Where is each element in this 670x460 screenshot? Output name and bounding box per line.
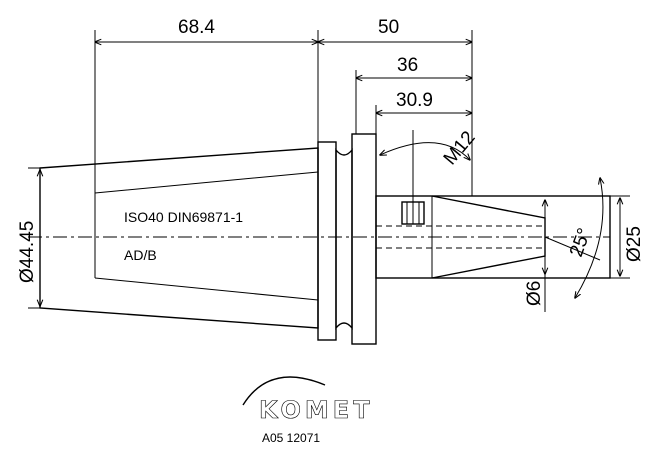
note-standard: ISO40 DIN69871-1 (124, 209, 243, 225)
flange (317, 133, 377, 345)
dim-depth-outer: 36 (397, 55, 418, 76)
dim-depth-inner: 30.9 (396, 90, 433, 111)
dim-overall-length: 50 (378, 17, 399, 38)
note-form: AD/B (124, 247, 157, 263)
taper-body (39, 147, 319, 329)
komet-logo: KOMET A05 12071 (242, 376, 374, 445)
dim-taper-length: 68.4 (178, 17, 215, 38)
dim-taper-diameter: Ø44.45 (17, 221, 38, 283)
logo-code: A05 12071 (262, 431, 320, 445)
dim-pilot-diameter: Ø6 (524, 281, 545, 306)
logo-brand: KOMET (259, 396, 374, 424)
dim-thread: M12 (440, 127, 480, 169)
dim-bore-diameter: Ø25 (624, 226, 645, 262)
dimension-lines (28, 30, 630, 312)
dim-angle: 25° (566, 226, 596, 260)
